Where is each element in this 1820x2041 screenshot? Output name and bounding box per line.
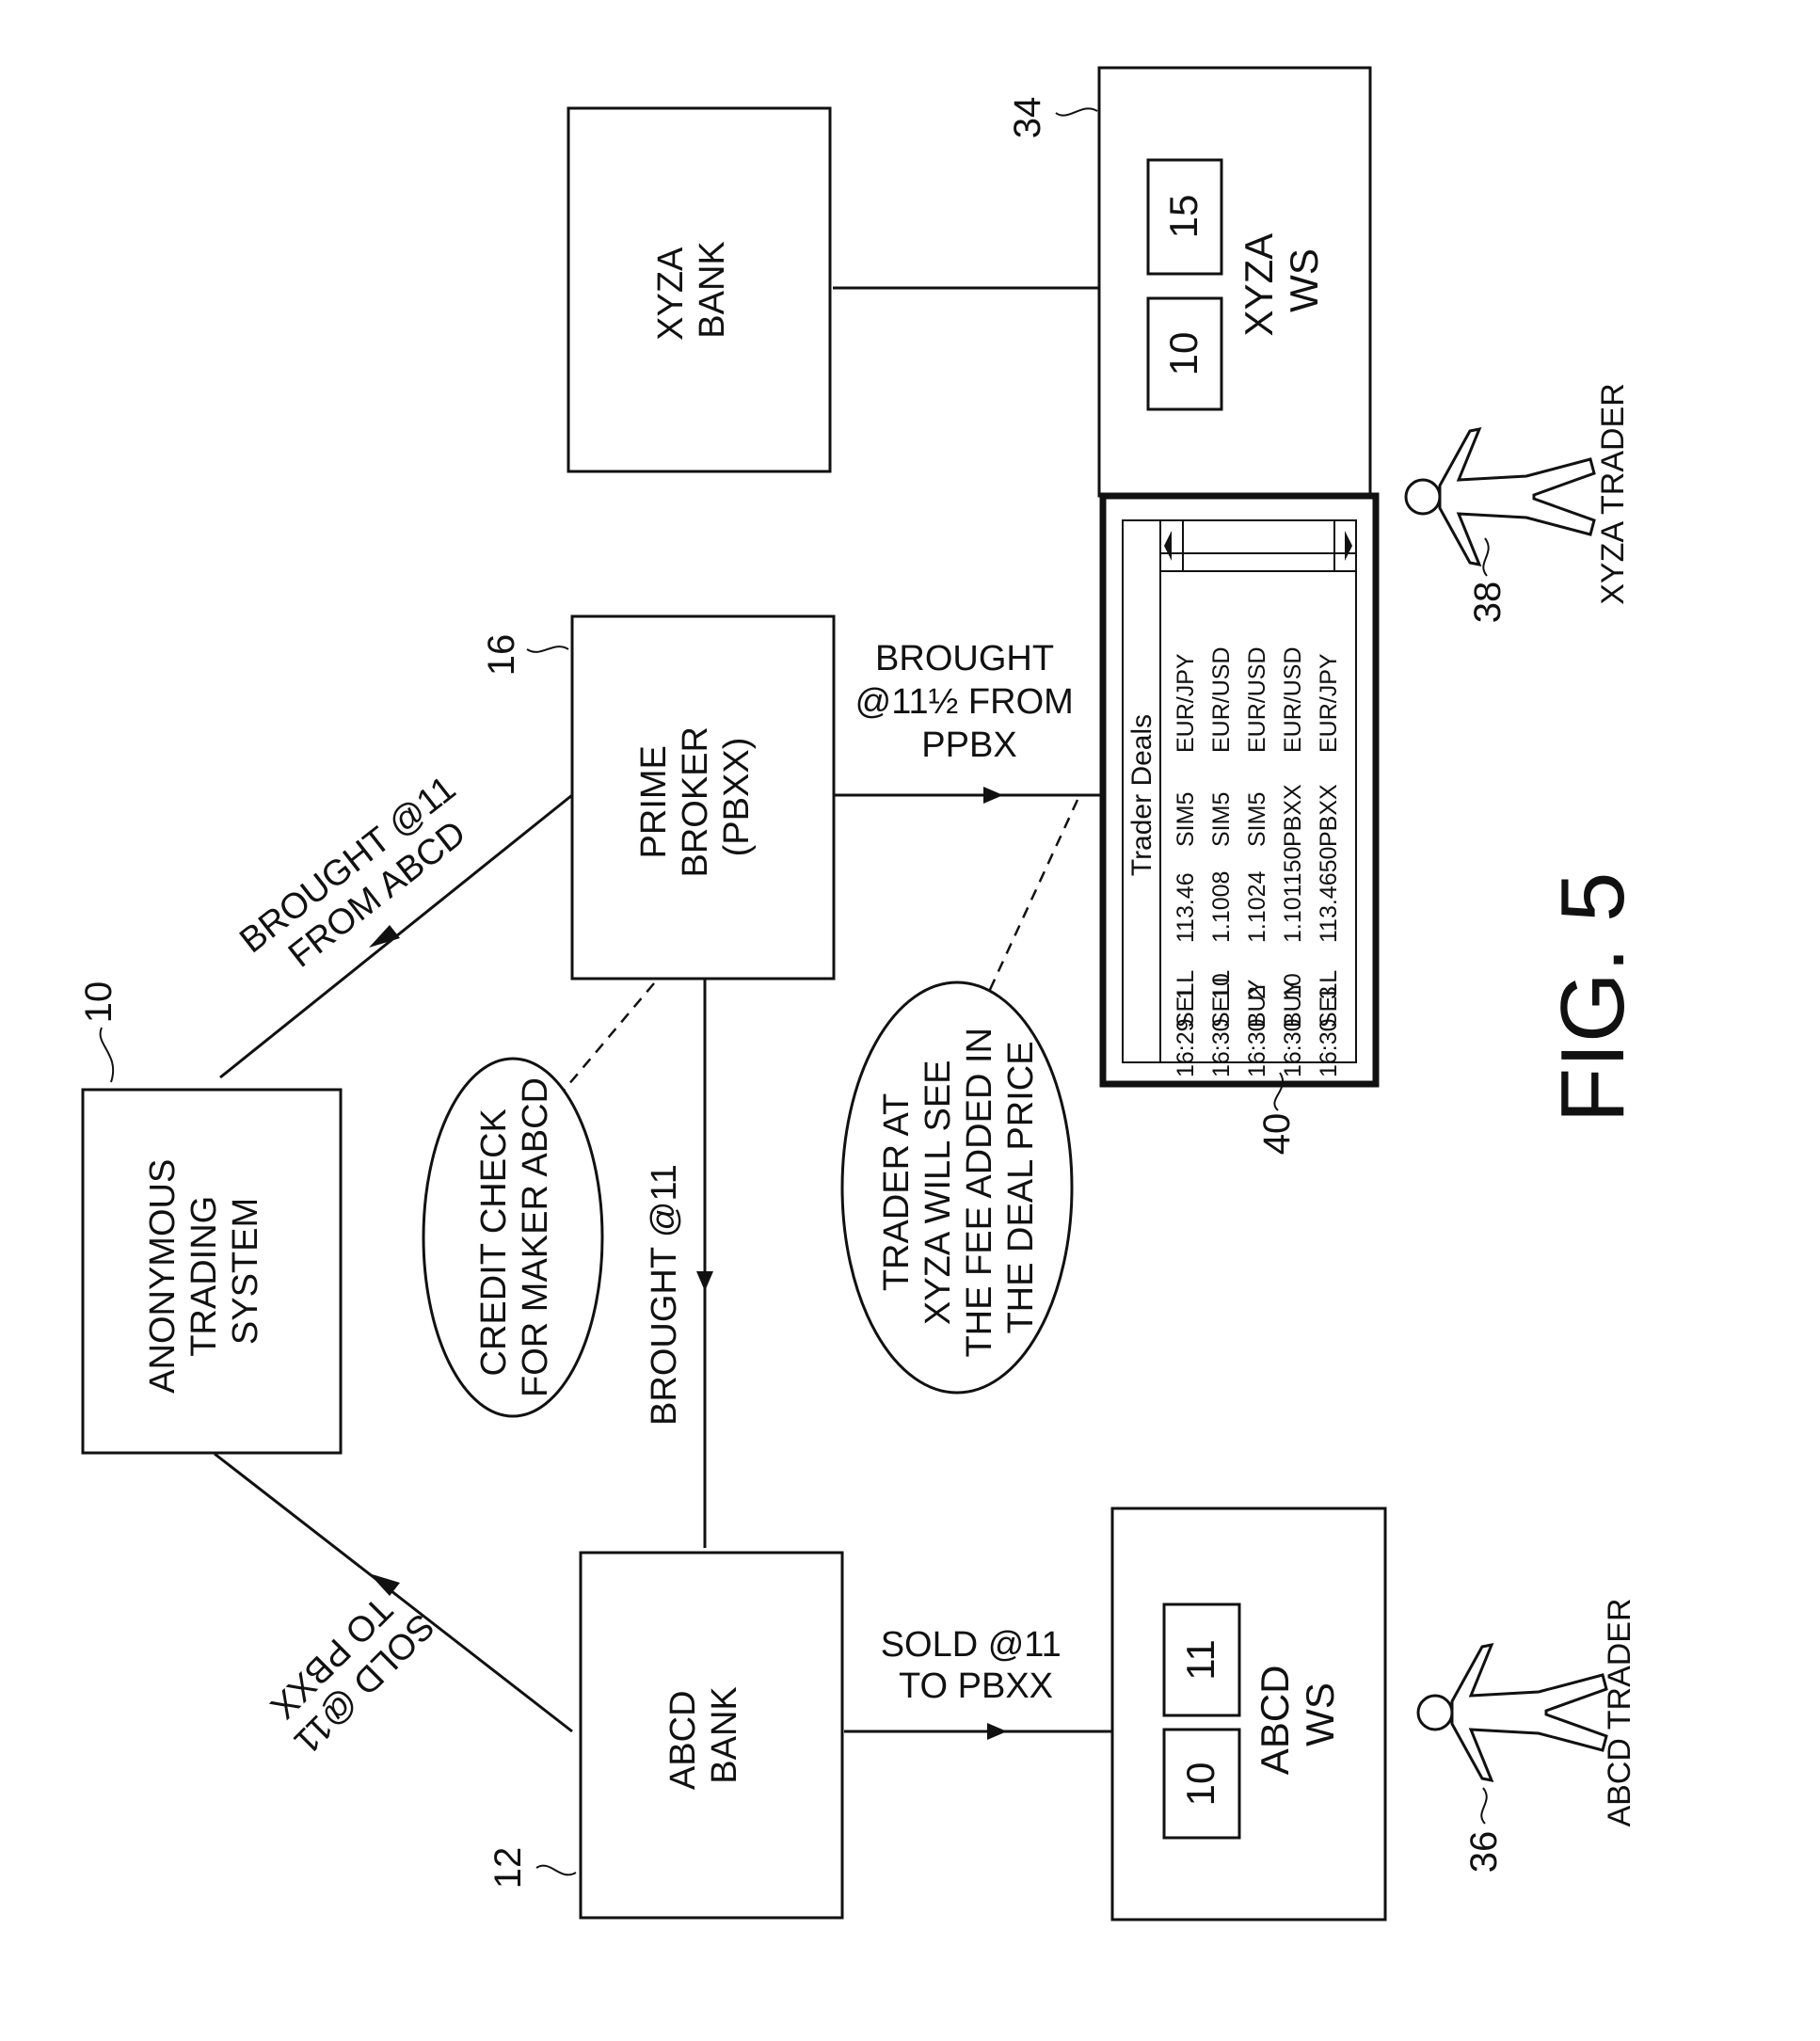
deal-cell-price: 1.101150 <box>1280 847 1306 943</box>
abcd-ws-sold-line-2: TO PBXX <box>899 1666 1053 1706</box>
trader-fee-note: TRADER AT XYZA WILL SEE THE FEE ADDED IN… <box>842 982 1072 1393</box>
ats-line-3: SYSTEM <box>226 1198 265 1345</box>
abcd-bank-line-2: BANK <box>705 1686 744 1783</box>
deal-cell-pair: EUR/USD <box>1280 646 1306 753</box>
ref-34: 34 <box>1007 97 1048 139</box>
prime-broker-box: PRIME BROKER (PBXX) <box>572 616 834 979</box>
abcd-trader-label: ABCD TRADER <box>1602 1598 1637 1826</box>
ref-38: 38 <box>1467 582 1509 624</box>
xyza-ws-line-2: WS <box>1282 248 1326 312</box>
deal-cell-source: SIM5 <box>1244 792 1270 847</box>
deal-row[interactable]: 16:30SELL3113.4650PBXXEUR/JPY <box>1316 653 1342 1077</box>
ref-40: 40 <box>1256 1113 1298 1156</box>
prime-broker-line-3: (PBXX) <box>717 738 757 857</box>
svg-text:BROUGHT @11½ FROM PPBX: BROUGHT @11½ FROM PPBX <box>855 639 1084 765</box>
arrowhead-to-abcd-ws <box>987 1723 1007 1740</box>
xyza-trader-figure <box>1406 429 1594 565</box>
ats-line-2: TRADING <box>184 1196 224 1357</box>
ref-38-leader <box>1483 538 1488 576</box>
trader-deals-window: Trader Deals 16:29SELL1113.46SIM5EUR/JPY… <box>1103 496 1376 1084</box>
deal-cell-price: 1.1024 <box>1244 870 1270 943</box>
abcd-bank-box: ABCD BANK <box>581 1553 842 1918</box>
deal-cell-source: SIM5 <box>1208 792 1235 847</box>
credit-check-leader <box>563 983 654 1092</box>
brought-11-label: BROUGHT @11 <box>645 1164 684 1426</box>
abcd-ws-sold-line-1: SOLD @11 <box>881 1625 1062 1665</box>
ref-16: 16 <box>481 634 522 677</box>
ref-12-leader <box>536 1866 576 1875</box>
abcd-trader-figure <box>1418 1645 1606 1780</box>
xyza-workstation: 10 15 XYZA WS <box>1099 68 1370 496</box>
trader-fee-line-4: THE DEAL PRICE <box>1001 1041 1041 1333</box>
edge-abcd-bank-to-ats <box>215 1454 572 1731</box>
xyza-trader-label: XYZA TRADER <box>1595 383 1631 605</box>
abcd-ws-key-left-value: 10 <box>1178 1762 1222 1807</box>
abcd-ws-key-right-value: 11 <box>1178 1639 1222 1681</box>
credit-check-line-1: CREDIT CHECK <box>474 1108 514 1376</box>
prime-broker-line-1: PRIME <box>634 745 674 858</box>
abcd-workstation: 10 11 ABCD WS <box>1112 1508 1385 1920</box>
deal-cell-price: 113.46 <box>1173 872 1199 943</box>
deal-cell-qty: 10 <box>1208 973 1235 999</box>
ref-10-leader <box>101 1028 114 1082</box>
ats-line-1: ANONYMOUS <box>143 1159 183 1394</box>
arrowhead-down-to-abcd-bank <box>696 1271 713 1291</box>
trader-fee-line-1: TRADER AT <box>877 1093 917 1291</box>
xyza-ws-key-right-value: 15 <box>1161 195 1205 239</box>
xyza-bank-line-1: XYZA <box>651 247 691 341</box>
credit-check-note: CREDIT CHECK FOR MAKER ABCD <box>423 1059 602 1416</box>
trader-fee-line-3: THE FEE ADDED IN <box>960 1028 999 1358</box>
deal-cell-qty: 2 <box>1244 986 1270 999</box>
xyza-ws-key-left-value: 10 <box>1161 332 1205 376</box>
anonymous-trading-system-box: ANONYMOUS TRADING SYSTEM <box>83 1090 341 1453</box>
prime-broker-line-2: BROKER <box>676 726 715 877</box>
abcd-bank-line-1: ABCD <box>663 1690 703 1790</box>
deal-cell-source: PBXX <box>1316 784 1342 847</box>
deal-cell-pair: EUR/JPY <box>1316 653 1342 753</box>
brought-from-ppbx-line-1: BROUGHT <box>875 639 1054 678</box>
deal-cell-pair: EUR/USD <box>1208 646 1235 753</box>
svg-text:PRIME BROKER (PBXX: PRIME BROKER (PBXX) <box>634 716 757 877</box>
brought-from-ppbx-line-3: PPBX <box>921 726 1016 765</box>
trader-fee-line-2: XYZA WILL SEE <box>918 1060 958 1325</box>
deal-cell-price: 113.4650 <box>1316 847 1342 943</box>
svg-text:SOLD @11 TO PBXX: SOLD @11 TO PBXX <box>249 1576 441 1768</box>
figure-label: FIG. 5 <box>1542 872 1643 1124</box>
xyza-bank-line-2: BANK <box>693 241 732 338</box>
deal-cell-qty: 1 <box>1173 986 1199 999</box>
deal-cell-source: PBXX <box>1280 784 1306 847</box>
xyza-bank-box: XYZA BANK <box>568 108 830 471</box>
ref-36-leader <box>1481 1788 1486 1824</box>
svg-text:SOLD @11 TO PBXX: SOLD @11 TO PBXX <box>881 1625 1072 1706</box>
deal-cell-qty: 3 <box>1316 986 1342 999</box>
deal-cell-pair: EUR/JPY <box>1173 653 1199 753</box>
arrowhead-to-trader-deals <box>983 787 1003 804</box>
xyza-ws-line-1: XYZA <box>1237 233 1281 337</box>
ref-34-leader <box>1056 108 1097 115</box>
deal-row[interactable]: 16:30BUY101.101150PBXXEUR/USD <box>1280 646 1306 1077</box>
abcd-trader-body <box>1452 1645 1606 1780</box>
deal-cell-pair: EUR/USD <box>1244 646 1270 753</box>
deal-cell-side: BUY <box>1244 979 1270 1028</box>
deal-cell-qty: 10 <box>1280 973 1306 999</box>
xyza-trader-body <box>1440 429 1594 565</box>
abcd-ws-line-2: WS <box>1298 1682 1342 1746</box>
ref-12: 12 <box>487 1847 529 1890</box>
credit-check-line-2: FOR MAKER ABCD <box>516 1077 555 1397</box>
trader-fee-leader <box>977 800 1078 1018</box>
deal-cell-source: SIM5 <box>1173 792 1199 847</box>
ref-16-leader <box>527 646 568 652</box>
abcd-ws-line-1: ABCD <box>1253 1665 1297 1775</box>
brought-from-ppbx-line-2: @11½ FROM <box>855 682 1074 722</box>
trader-deals-title: Trader Deals <box>1126 714 1157 876</box>
svg-text:BROUGHT @11 FROM ABCD: BROUGHT @11 FROM ABCD <box>232 762 496 993</box>
ref-36: 36 <box>1463 1831 1505 1874</box>
deal-cell-price: 1.1008 <box>1208 871 1235 943</box>
ref-10: 10 <box>78 981 120 1024</box>
